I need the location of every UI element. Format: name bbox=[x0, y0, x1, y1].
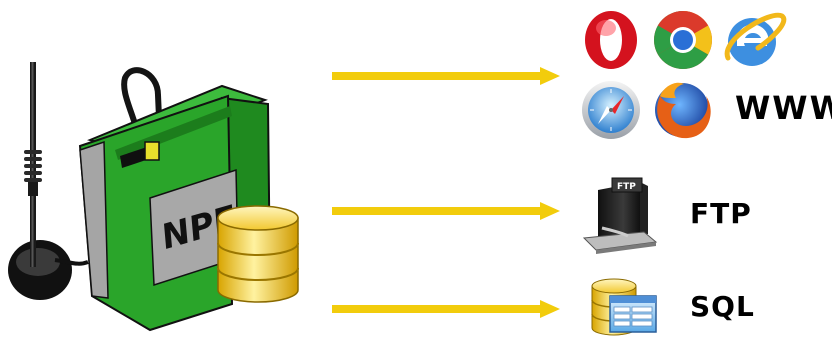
internet-explorer-icon bbox=[724, 12, 787, 66]
antenna-icon bbox=[8, 62, 89, 300]
ftp-server-icon: FTP bbox=[582, 177, 658, 254]
arrow-to-sql bbox=[332, 300, 560, 318]
firefox-browser-icon bbox=[655, 82, 711, 139]
ftp-label: FTP bbox=[690, 197, 752, 230]
chrome-browser-icon bbox=[654, 11, 712, 69]
svg-text:FTP: FTP bbox=[617, 182, 636, 192]
safari-browser-icon bbox=[582, 81, 640, 139]
arrow-to-www bbox=[332, 67, 560, 85]
npe-device-icon bbox=[78, 67, 272, 332]
sql-database-icon bbox=[591, 278, 657, 336]
arrow-to-ftp bbox=[332, 202, 560, 220]
database-icon bbox=[217, 205, 299, 303]
sql-label: SQL bbox=[690, 290, 755, 323]
opera-browser-icon bbox=[585, 11, 637, 69]
www-label: WWW bbox=[735, 89, 832, 127]
